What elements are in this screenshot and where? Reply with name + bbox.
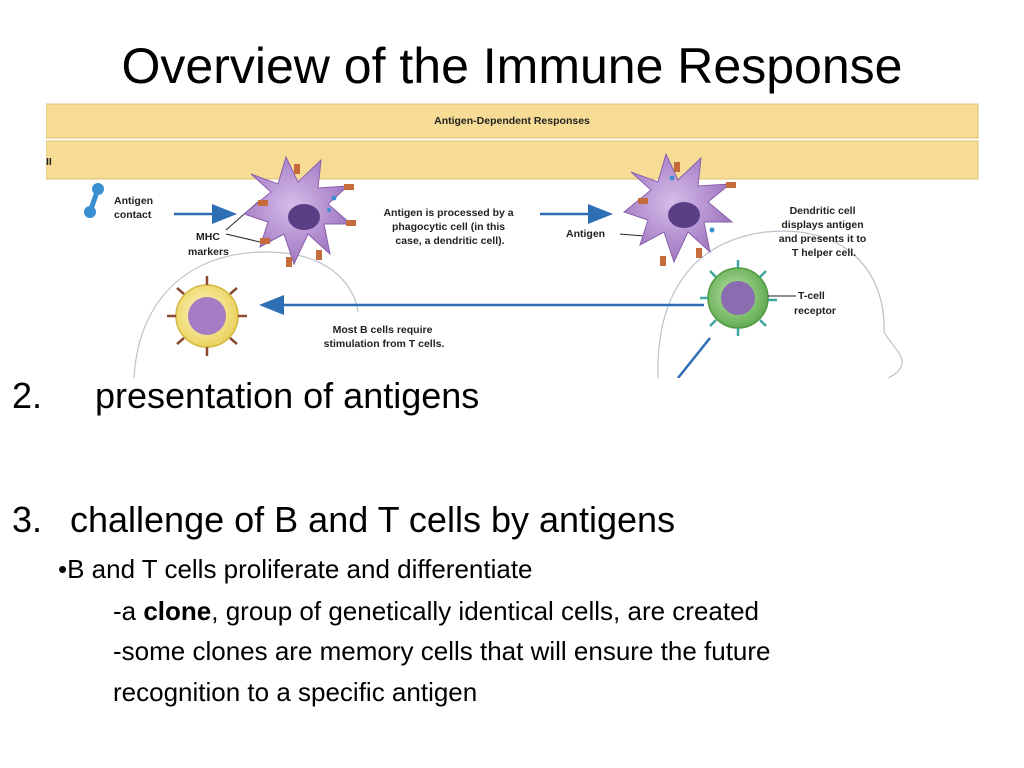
right-outline (657, 230, 903, 378)
immune-response-diagram: Antigen-Dependent Responses II Antigen c… (46, 102, 980, 378)
mhc-markers-label: MHC markers (188, 231, 229, 258)
list-text-2: presentation of antigens (95, 375, 480, 416)
bullet-proliferate: •B and T cells proliferate and different… (58, 552, 533, 586)
list-item-3: 3. challenge of B and T cells by antigens (12, 498, 675, 542)
banner-bar-lower (46, 140, 979, 180)
banner-fragment: II (46, 156, 52, 168)
arrow-down (677, 337, 711, 378)
list-number-3: 3. (12, 499, 43, 540)
t-helper-cell-icon (700, 260, 777, 336)
antigen-processed-label: Antigen is processed by a phagocytic cel… (383, 207, 516, 247)
b-cells-require-label: Most B cells require stimulation from T … (324, 324, 445, 350)
banner-bar (46, 103, 979, 139)
bullet-icon: • (58, 554, 68, 584)
list-item-2: 2. presentation of antigens (12, 374, 479, 418)
bullet-text: B and T cells proliferate and differenti… (67, 554, 533, 584)
dendritic-cell-presenting-icon (622, 152, 736, 266)
b-cell-icon (167, 276, 247, 356)
sub-item-clone: -a clone, group of genetically identical… (113, 594, 759, 628)
diagram-svg: Antigen-Dependent Responses II Antigen c… (46, 103, 979, 378)
clone-term: clone (143, 596, 212, 626)
antigen-label: Antigen (566, 228, 605, 240)
dendritic-displays-label: Dendritic cell displays antigen and pres… (779, 205, 869, 259)
dendritic-cell-icon (242, 155, 356, 267)
list-number-2: 2. (12, 375, 43, 416)
banner-title: Antigen-Dependent Responses (434, 115, 590, 127)
antigen-pointer (619, 233, 645, 237)
slide-title: Overview of the Immune Response (121, 38, 903, 94)
antigen-molecule-icon (84, 183, 104, 218)
list-text-3: challenge of B and T cells by antigens (70, 499, 676, 540)
sub-clone-rest: , group of genetically identical cells, … (211, 596, 760, 626)
sub-clone-prefix: -a (113, 596, 144, 626)
sub-item-memory-line-1: -some clones are memory cells that will … (113, 636, 771, 666)
sub-item-memory-line-2: recognition to a specific antigen (113, 677, 478, 707)
left-outline (133, 251, 359, 378)
tcell-receptor-label: T-cell receptor (794, 290, 836, 317)
antigen-contact-label: Antigen contact (114, 195, 156, 221)
mhc-pointer-2 (225, 233, 261, 243)
